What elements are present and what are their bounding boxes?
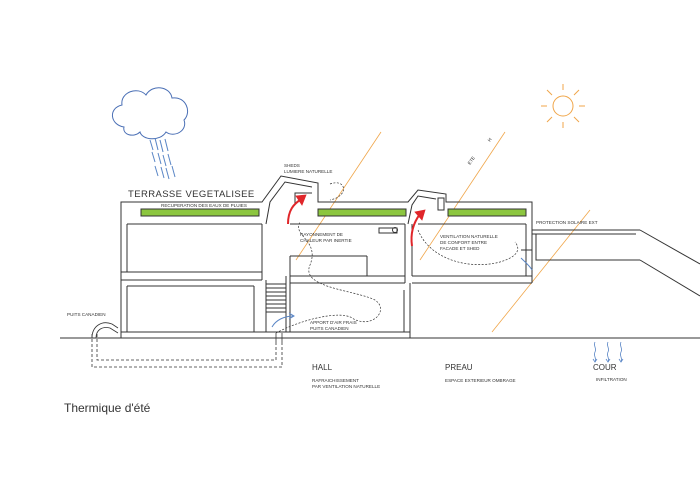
rain-icon [149, 137, 176, 180]
label-sheds-1: SHEDS [284, 163, 300, 168]
label-ventilation-3: FACADE ET SHED [440, 246, 480, 251]
cloud-icon [112, 87, 188, 140]
heat-arrow-shed-left [287, 194, 307, 225]
label-ventilation-1: VENTILATION NATURELLE [440, 234, 498, 239]
label-apport-2: PUITS CANADIEN [310, 326, 349, 331]
label-cour: COUR [593, 363, 617, 372]
canadian-well [91, 334, 283, 368]
label-terrasse: TERRASSE VEGETALISEE [128, 189, 255, 200]
canadian-well-intake [91, 322, 283, 345]
label-recuperation: RECUPERATION DES EAUX DE PLUIES [161, 203, 247, 208]
label-apport-1: APPORT D'AIR FRAIS [310, 320, 357, 325]
airflow-lines [275, 182, 519, 334]
label-ventilation-2: DE CONFORT ENTRE [440, 240, 487, 245]
label-preau-sub: ESPACE EXTERIEUR OMBRAGE [445, 378, 516, 383]
building-section [60, 175, 700, 339]
label-hall: HALL [312, 363, 333, 372]
heat-arrow-shed-right [410, 209, 426, 247]
label-preau: PREAU [445, 363, 473, 372]
label-hall-sub-1: RAFRAICHISSEMENT [312, 378, 359, 383]
label-rayonnement-2: CHALEUR PAR INERTIE [300, 238, 352, 243]
label-puits: PUITS CANADIEN [67, 312, 106, 317]
diagram-caption: Thermique d'été [64, 401, 151, 415]
label-cour-sub: INFILTRATION [596, 377, 627, 382]
label-protection: PROTECTION SOLAIRE EXT [536, 220, 598, 225]
label-hiver: H [487, 137, 493, 143]
sun-icon [541, 84, 585, 128]
label-ete: ETE [467, 155, 476, 165]
label-rayonnement-1: RAYONNEMENT DE [300, 232, 343, 237]
blue-arrows [271, 257, 533, 328]
label-hall-sub-2: PAR VENTILATION NATURELLE [312, 384, 380, 389]
water-infiltration-icon [592, 341, 624, 363]
label-sheds-2: LUMIERE NATURELLE [284, 169, 332, 174]
